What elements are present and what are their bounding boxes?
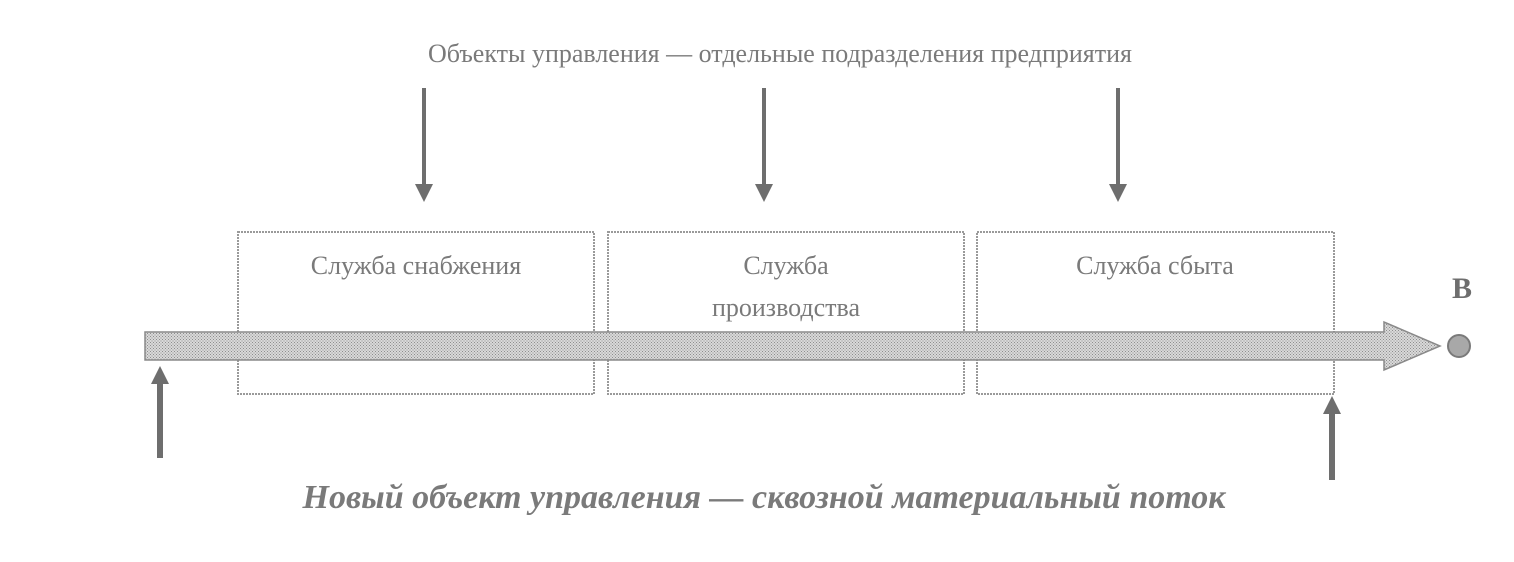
- up-arrow-right: [1323, 396, 1341, 480]
- department-box-sales: [976, 231, 1335, 395]
- up-arrow-left: [151, 366, 169, 458]
- department-label-production-line2: производства: [712, 293, 861, 322]
- department-box-production: [607, 231, 965, 395]
- department-label-production-line1: Служба: [743, 251, 829, 280]
- down-arrow-production: [755, 88, 773, 202]
- down-arrow-supply: [415, 88, 433, 202]
- department-label-supply: Служба снабжения: [311, 251, 521, 280]
- material-flow-arrow: [144, 320, 1442, 372]
- down-arrow-sales: [1109, 88, 1127, 202]
- endpoint-label: B: [1452, 272, 1472, 305]
- objects-of-management-heading: Объекты управления — отдельные подраздел…: [428, 39, 1132, 68]
- department-label-sales: Служба сбыта: [1076, 251, 1234, 280]
- new-object-caption: Новый объект управления — сквозной матер…: [302, 479, 1227, 516]
- department-box-supply: [237, 231, 595, 395]
- endpoint-marker: [1447, 334, 1471, 358]
